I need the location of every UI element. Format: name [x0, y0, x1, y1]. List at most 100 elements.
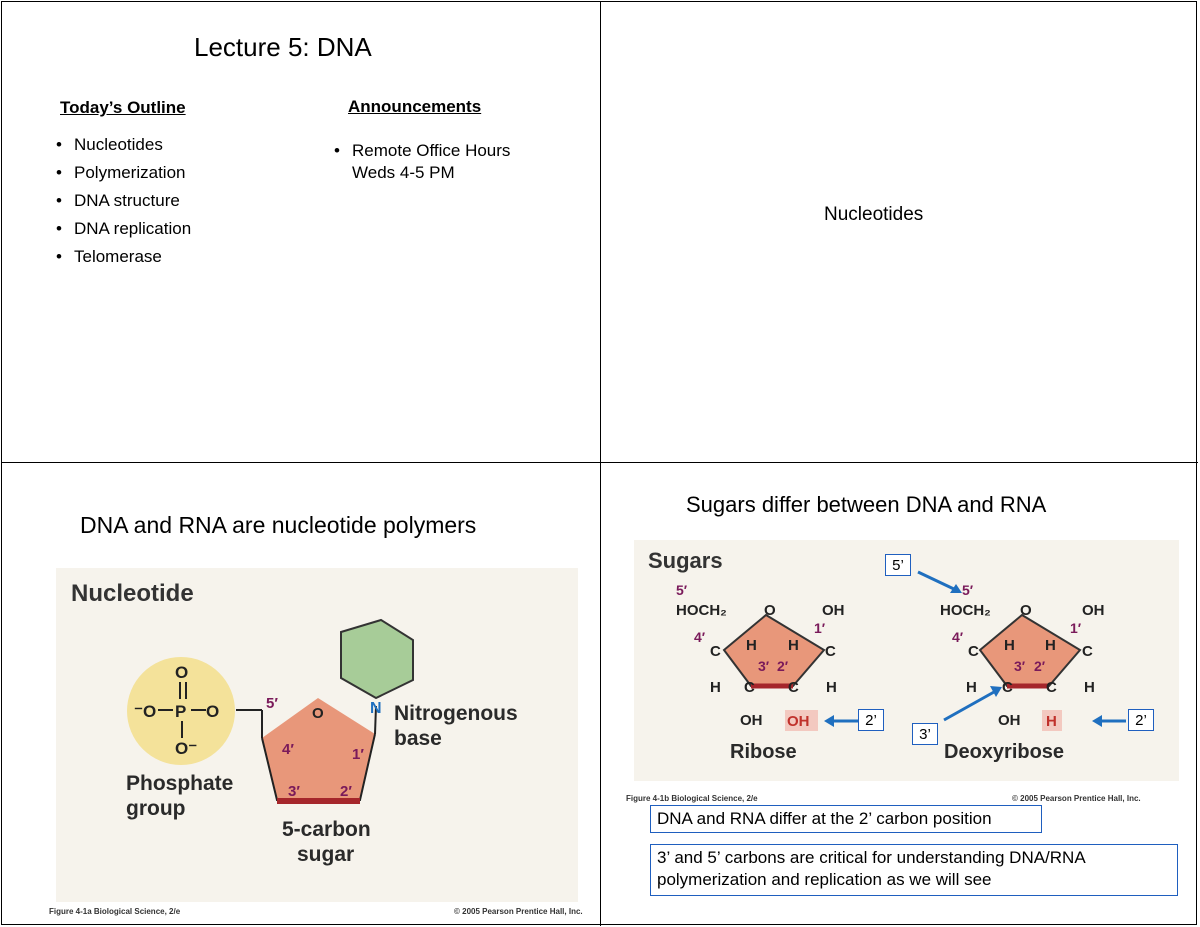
deoxy-c2-h-highlight: H — [1046, 713, 1057, 730]
deoxy-c3-h: H — [1004, 637, 1015, 654]
slide-sugars: Sugars differ between DNA and RNA Sugars… — [602, 464, 1198, 925]
figure-credit-left: Figure 4-1b Biological Science, 2/e — [626, 794, 758, 803]
deoxy-c1-oh: OH — [1082, 602, 1105, 619]
slide-title: Nucleotides — [824, 204, 924, 225]
ribose-hoch2: HOCH₂ — [676, 602, 727, 619]
callout-2-prime-deoxy: 2’ — [1128, 709, 1154, 731]
ribose-c5-label: 5′ — [676, 582, 688, 598]
note-3-5-carbons: 3’ and 5’ carbons are critical for under… — [650, 844, 1178, 896]
announcement-line: Remote Office Hours — [352, 141, 511, 160]
outline-item: DNA structure — [54, 187, 191, 215]
deoxy-c4-h: H — [966, 679, 977, 696]
ribose-label: Ribose — [730, 741, 797, 763]
carbon-label-5: 5′ — [266, 695, 278, 712]
carbon-label-3: 3′ — [288, 783, 300, 800]
base-label-line2: base — [394, 727, 442, 750]
arrow-2-ribose-head — [824, 715, 834, 727]
figure-heading: Sugars — [648, 548, 723, 573]
phosphate-p: P — [175, 702, 186, 721]
deoxy-c2-label: 2′ — [1034, 658, 1046, 674]
figure-credit-right: © 2005 Pearson Prentice Hall, Inc. — [1012, 794, 1141, 803]
phosphate-top-o: O — [175, 663, 188, 682]
ribose-c1-label: 1′ — [814, 620, 826, 636]
ribose-c2-h: H — [788, 637, 799, 654]
deoxyribose-ring — [978, 613, 1082, 687]
figure-credit-right: © 2005 Pearson Prentice Hall, Inc. — [454, 907, 583, 916]
sugar-label-line2: sugar — [297, 843, 355, 866]
outline-heading: Today’s Outline — [60, 98, 186, 117]
deoxy-c4: C — [968, 643, 979, 660]
ribose-c1-h: H — [826, 679, 837, 696]
outline-item: Polymerization — [54, 159, 191, 187]
outline-item: Nucleotides — [54, 131, 191, 159]
arrow-3-head — [990, 686, 1002, 697]
announcements-list: Remote Office Hours Weds 4-5 PM — [332, 140, 510, 184]
deoxy-c5-label: 5′ — [962, 582, 974, 598]
deoxy-c3-label: 3′ — [1014, 658, 1026, 674]
ribose-c1-oh: OH — [822, 602, 845, 619]
carbon-label-4: 4′ — [282, 741, 294, 758]
nucleotide-figure: Nucleotide O P O ⁻O O⁻ O N 5′ 4′ 1′ 3′ — [56, 568, 578, 902]
ribose-c4-h: H — [710, 679, 721, 696]
sugars-diagram: 5′ HOCH₂ O OH 4′ 1′ C C H H 3′ 2′ C C H … — [676, 570, 1126, 763]
base-ring — [340, 618, 414, 700]
deoxy-c4-label: 4′ — [952, 629, 964, 645]
note-line: 3’ and 5’ carbons are critical for under… — [657, 848, 1086, 867]
ribose-c3-h: H — [746, 637, 757, 654]
nucleotide-diagram: O P O ⁻O O⁻ O N 5′ 4′ 1′ 3′ 2′ — [127, 618, 414, 804]
phosphate-right-o: O — [206, 702, 219, 721]
base-nitrogen: N — [370, 700, 382, 717]
deoxy-c1-h: H — [1084, 679, 1095, 696]
slide-title: Lecture 5: DNA — [194, 32, 372, 62]
note-line: polymerization and replication as we wil… — [657, 870, 992, 889]
ribose-c2: C — [788, 679, 799, 696]
outline-item: DNA replication — [54, 215, 191, 243]
sugar-label-line1: 5-carbon — [282, 818, 371, 841]
phosphate-circle — [127, 657, 235, 765]
deoxy-c2: C — [1046, 679, 1057, 696]
vertical-divider — [600, 1, 601, 926]
announcements-heading: Announcements — [348, 97, 482, 116]
deoxy-c3-oh: OH — [998, 712, 1021, 729]
ribose-c3-oh: OH — [740, 712, 763, 729]
figure-credit-left: Figure 4-1a Biological Science, 2/e — [49, 907, 181, 916]
outline-list: Nucleotides Polymerization DNA structure… — [54, 131, 191, 271]
carbon-label-2: 2′ — [340, 783, 352, 800]
arrow-5-line — [917, 570, 957, 592]
ribose-ring-o: O — [764, 602, 776, 619]
sugars-figure: Sugars 5′ HOCH₂ O OH 4′ 1′ C C H H 3′ 2′… — [634, 540, 1179, 781]
arrow-2-deoxy-head — [1092, 715, 1102, 727]
glycosidic-bond — [374, 705, 377, 735]
arrow-3-line — [943, 690, 995, 722]
horizontal-divider — [1, 462, 1198, 463]
ribose-c2-label: 2′ — [777, 658, 789, 674]
ribose-c3: C — [744, 679, 755, 696]
deoxy-2-highlight — [1042, 710, 1062, 731]
sugar-ring — [262, 698, 375, 800]
deoxyribose-label: Deoxyribose — [944, 741, 1064, 763]
slide-lecture-title: Lecture 5: DNA Today’s Outline Nucleotid… — [2, 2, 599, 461]
announcement-line: Weds 4-5 PM — [352, 163, 455, 182]
deoxy-c3: C — [1002, 679, 1013, 696]
announcement-item: Remote Office Hours Weds 4-5 PM — [332, 140, 510, 184]
callout-3-prime: 3’ — [912, 723, 938, 745]
outline-item: Telomerase — [54, 243, 191, 271]
ribose-c4-label: 4′ — [694, 629, 706, 645]
callout-2-prime-ribose: 2’ — [858, 709, 884, 731]
deoxy-c1-label: 1′ — [1070, 620, 1082, 636]
ribose-c4: C — [710, 643, 721, 660]
ribose-c2-oh: OH — [787, 713, 810, 730]
slide-title: Sugars differ between DNA and RNA — [686, 492, 1047, 517]
phosphate-label-line2: group — [126, 797, 186, 820]
ribose-c1: C — [825, 643, 836, 660]
slide-title: DNA and RNA are nucleotide polymers — [80, 512, 477, 538]
base-label-line1: Nitrogenous — [394, 702, 518, 725]
callout-5-prime: 5’ — [885, 554, 911, 576]
phosphate-label-line1: Phosphate — [126, 772, 234, 795]
deoxy-ring-o: O — [1020, 602, 1032, 619]
phosphate-bottom-o: O⁻ — [175, 739, 197, 758]
ribose-c3-label: 3′ — [758, 658, 770, 674]
deoxy-hoch2: HOCH₂ — [940, 602, 991, 619]
ribose-2-highlight — [785, 710, 818, 731]
